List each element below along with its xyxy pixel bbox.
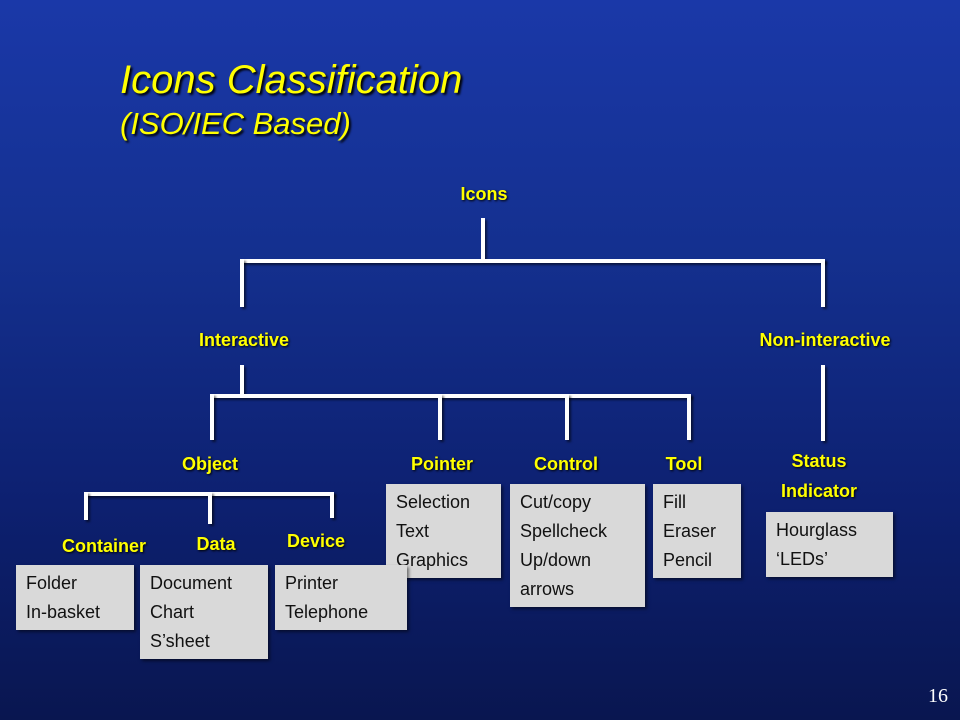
page-number: 16	[928, 685, 948, 707]
node-interactive: Interactive	[198, 330, 290, 350]
box-data-examples: Document Chart S’sheet	[140, 565, 268, 659]
box-text-line: Text	[396, 521, 430, 541]
box-text-line: Cut/copy	[520, 492, 592, 512]
box-text-line: Document	[150, 573, 233, 593]
box-text-line: S’sheet	[150, 631, 210, 651]
box-text-line: Pencil	[663, 550, 713, 570]
connector-device-drop	[330, 492, 334, 518]
box-text-line: Spellcheck	[520, 521, 608, 541]
connector-level1-bar	[240, 259, 825, 263]
node-status-line-2: Indicator	[780, 481, 858, 501]
node-status-line-1: Status	[791, 451, 847, 471]
connector-tool-drop	[687, 394, 691, 440]
connector-object-drop	[210, 394, 214, 440]
box-device-examples: Printer Telephone	[275, 565, 407, 630]
node-device: Device	[286, 531, 346, 551]
slide-subtitle: (ISO/IEC Based)	[120, 106, 351, 141]
connector-data-drop	[208, 492, 212, 524]
connector-noninteractive-drop	[821, 259, 825, 307]
connector-level2-bar	[210, 394, 691, 398]
box-text-line: In-basket	[26, 602, 101, 622]
box-text-line: Up/down	[520, 550, 592, 570]
node-container: Container	[61, 536, 147, 556]
node-status-indicator: Status Indicator	[781, 446, 857, 506]
box-status-examples: Hourglass ‘LEDs’	[766, 512, 893, 577]
box-text-line: Printer	[285, 573, 339, 593]
node-tool: Tool	[665, 454, 703, 474]
box-pointer-examples: Selection Text Graphics	[386, 484, 501, 578]
node-non-interactive: Non-interactive	[759, 330, 891, 350]
box-control-examples: Cut/copy Spellcheck Up/down arrows	[510, 484, 645, 607]
box-text-line: Eraser	[663, 521, 717, 541]
connector-container-drop	[84, 492, 88, 520]
connector-status-drop	[821, 365, 825, 441]
connector-pointer-drop	[438, 394, 442, 440]
box-text-line: Graphics	[396, 550, 469, 570]
box-container-examples: Folder In-basket	[16, 565, 134, 630]
box-text-line: Fill	[663, 492, 686, 512]
slide-title: Icons Classification	[120, 58, 463, 102]
node-data: Data	[196, 534, 236, 554]
box-text-line: arrows	[520, 579, 575, 599]
node-object: Object	[181, 454, 239, 474]
box-tool-examples: Fill Eraser Pencil	[653, 484, 741, 578]
connector-root-stem	[481, 218, 485, 260]
node-pointer: Pointer	[410, 454, 474, 474]
connector-interactive-stem	[240, 365, 244, 395]
connector-interactive-drop	[240, 259, 244, 307]
box-text-line: ‘LEDs’	[776, 549, 829, 569]
connector-control-drop	[565, 394, 569, 440]
node-icons: Icons	[460, 184, 508, 204]
box-text-line: Selection	[396, 492, 471, 512]
box-text-line: Hourglass	[776, 520, 858, 540]
node-control: Control	[534, 454, 598, 474]
box-text-line: Folder	[26, 573, 78, 593]
box-text-line: Telephone	[285, 602, 369, 622]
box-text-line: Chart	[150, 602, 195, 622]
